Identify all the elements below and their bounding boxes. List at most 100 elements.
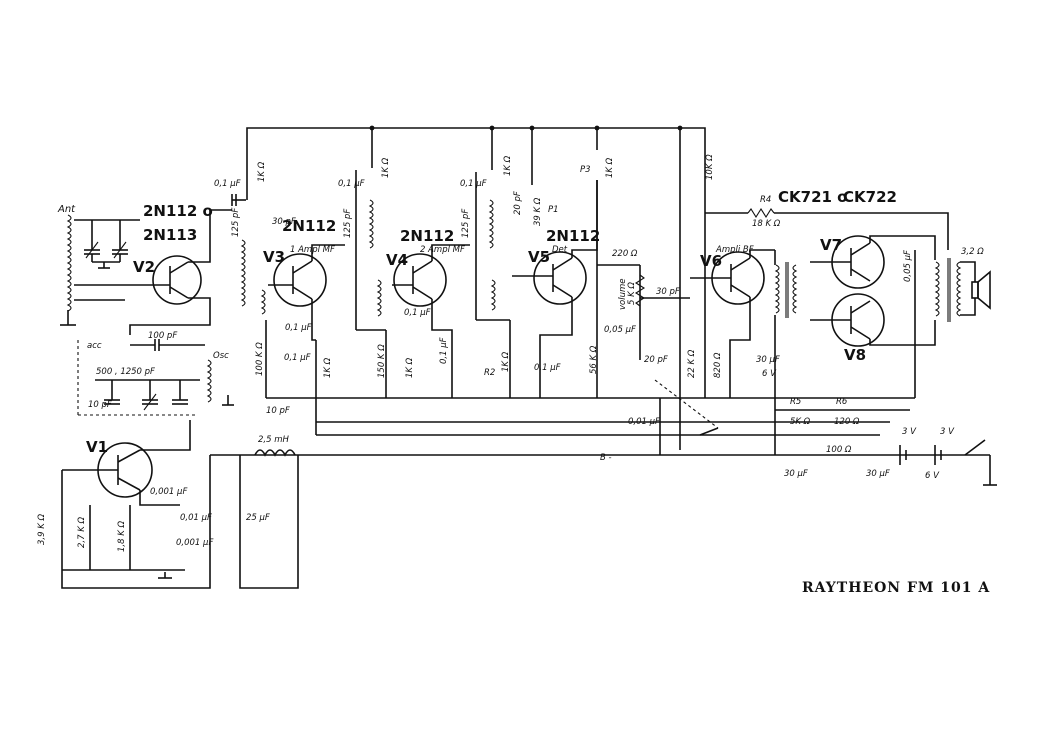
bias-network: R5 5K Ω R6 120 Ω xyxy=(775,397,910,427)
if1-secondary xyxy=(260,289,266,315)
tuning-cap-label: 500 , 1250 pF xyxy=(96,367,155,377)
cap-01-v3b: 0,1 µF xyxy=(284,353,311,363)
schematic-title: RAYTHEON FM 101 A xyxy=(802,580,990,596)
cap-01-v3: 0,1 µF xyxy=(285,323,312,333)
antenna-stage: Ant 2N112 o 2N113 xyxy=(57,202,213,326)
res-100k: 100 K Ω xyxy=(255,342,265,376)
if-stage-1-input: 0,1 µF 125 pF 30 pF 1K Ω 100 K Ω 10 pF xyxy=(214,161,296,416)
cap-001-osc: 0,01 µF xyxy=(180,513,212,523)
res-120: 120 Ω xyxy=(834,417,860,427)
type-v3: 2N112 xyxy=(282,217,336,235)
res-1k-v3: 1K Ω xyxy=(323,357,333,378)
type-ck722: CK722 xyxy=(843,188,897,206)
cap-6v: 6 V xyxy=(762,369,777,379)
transistor-v6: V6 Ampli BF 22 K Ω 820 Ω 30 µF 6 V 10K Ω xyxy=(687,154,780,398)
osc-coil xyxy=(206,359,212,403)
cap-01-det: 0,1 µF xyxy=(534,363,561,373)
transistor-v4: V4 2N112 2 Ampl MF 0,1 µF 0,1 µF 1K Ω xyxy=(386,227,470,398)
volume-pot[interactable] xyxy=(634,274,646,307)
osc-label: Osc xyxy=(213,351,229,361)
label-r5: R5 xyxy=(790,397,801,407)
driver-transformer xyxy=(774,250,798,455)
if1-coil xyxy=(240,239,246,307)
transistor-v7: V7 xyxy=(810,235,936,289)
battery-6v: 6 V xyxy=(925,471,940,481)
type-v4: 2N112 xyxy=(400,227,454,245)
mid-bus-lines xyxy=(210,340,990,456)
antenna-coil xyxy=(66,214,72,312)
cap-10pf-b: 10 pF xyxy=(266,406,290,416)
cap-01-if3: 0,1 µF xyxy=(460,179,487,189)
cap-30uf-v6: 30 µF xyxy=(756,355,780,365)
battery-3v-a: 3 V xyxy=(902,427,917,437)
label-r6: R6 xyxy=(836,397,848,407)
label-v8: V8 xyxy=(844,346,866,364)
res-1-8k: 1,8 K Ω xyxy=(117,521,127,552)
type-ck721: CK721 o xyxy=(778,188,847,206)
speaker-ohms: 3,2 Ω xyxy=(961,247,984,257)
cap-10pf-osc: 10 pF xyxy=(88,400,112,410)
label-v4: V4 xyxy=(386,251,408,269)
cap-30uf-c: 30 µF xyxy=(866,469,890,479)
label-v1: V1 xyxy=(86,438,108,456)
res-1k-r2: 1K Ω xyxy=(501,351,511,372)
cap-01-if2: 0,1 µF xyxy=(338,179,365,189)
cap-20pf-b: 20 pF xyxy=(644,355,668,365)
res-1k-if1: 1K Ω xyxy=(257,161,267,182)
cap-30uf-b: 30 µF xyxy=(784,469,808,479)
res-1k-p3: 1K Ω xyxy=(605,157,615,178)
output-stage: 0,05 µF 3,2 Ω xyxy=(903,247,991,398)
choke-2-5mh: 2,5 mH xyxy=(254,435,296,457)
type-2n113: 2N113 xyxy=(143,226,197,244)
label-p1: P1 xyxy=(548,205,559,215)
if-stage-2: 0,1 µF 125 pF 1K Ω 150 K Ω xyxy=(338,157,391,398)
cap-125pf-c: 125 pF xyxy=(461,209,471,238)
transistor-v5: V5 2N112 Det 0,1 µF P3 1K Ω 56 K Ω xyxy=(512,157,615,398)
oscillator-section: acc 100 pF Osc 500 , 1250 pF 10 pF xyxy=(77,331,234,416)
note-v6: Ampli BF xyxy=(715,245,754,255)
cap-0001-b: 0,001 µF xyxy=(176,538,213,548)
cap-100pf: 100 pF xyxy=(148,331,177,341)
antenna-label: Ant xyxy=(57,204,76,215)
res-22k: 22 K Ω xyxy=(687,349,697,378)
if2-coil xyxy=(368,199,374,249)
cap-30pf: 30 pF xyxy=(272,217,296,227)
transistor-v1: V1 3,9 K Ω 2,7 K Ω 1,8 K Ω 0,001 µF 0,00… xyxy=(37,420,299,589)
res-5k-pot: 5 K Ω xyxy=(627,282,637,305)
type-v5: 2N112 xyxy=(546,227,600,245)
type-2n112o: 2N112 o xyxy=(143,202,213,220)
choke-label: 2,5 mH xyxy=(258,435,289,445)
cap-20pf: 20 pF xyxy=(513,191,523,215)
transistor-v8: V8 xyxy=(810,293,936,364)
if-stage-3: 0,1 µF 125 pF 1K Ω 20 pF 39 K Ω P1 R2 1K… xyxy=(460,155,559,398)
res-56k: 56 K Ω xyxy=(589,345,599,374)
cap-125pf-a: 125 pF xyxy=(231,208,241,237)
cap-0001-osc: 0,001 µF xyxy=(150,487,187,497)
cap-005b: 0,05 µF xyxy=(903,250,913,282)
label-v7: V7 xyxy=(820,236,842,254)
res-1k-v4: 1K Ω xyxy=(405,357,415,378)
volume-control: 220 Ω volume 5 K Ω 0,05 µF 20 pF 30 pF 0… xyxy=(597,249,690,455)
res-820: 820 Ω xyxy=(713,352,723,378)
battery-section: 3 V 3 V 6 V 100 Ω 30 µF 30 µF B - xyxy=(600,427,997,486)
note-v3: 1 Ampl MF xyxy=(290,245,335,255)
label-v3: V3 xyxy=(263,248,285,266)
res-1k-if2: 1K Ω xyxy=(381,157,391,178)
volume-label: volume xyxy=(618,279,628,311)
cap-01-v4: 0,1 µF xyxy=(404,308,431,318)
transistor-v3: V3 2N112 1 Ampl MF 0,1 µF 0,1 µF 1K Ω xyxy=(263,217,345,378)
res-100-supply: 100 Ω xyxy=(826,445,852,455)
label-v5: V5 xyxy=(528,248,550,266)
cap-30pf-b: 30 pF xyxy=(656,287,680,297)
if3-secondary xyxy=(490,279,496,311)
label-p3: P3 xyxy=(580,165,591,175)
res-2-7k: 2,7 K Ω xyxy=(77,517,87,548)
res-3-9k: 3,9 K Ω xyxy=(37,514,47,545)
res-18k: 18 K Ω xyxy=(752,219,781,229)
res-39k: 39 K Ω xyxy=(533,197,543,226)
if3-coil xyxy=(488,199,494,249)
cap-001b: 0,01 µF xyxy=(628,417,660,427)
res-150k: 150 K Ω xyxy=(377,344,387,378)
